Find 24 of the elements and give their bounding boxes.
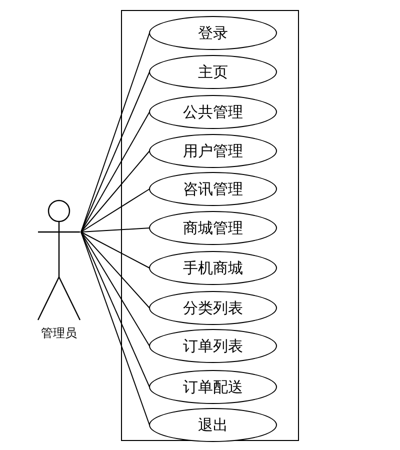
use-case-ellipse: 咨讯管理 xyxy=(149,172,277,206)
use-case-ellipse: 公共管理 xyxy=(149,95,277,129)
system-boundary xyxy=(121,10,299,441)
use-case-ellipse: 分类列表 xyxy=(149,291,277,325)
association-line xyxy=(80,232,150,426)
association-line xyxy=(80,232,150,388)
use-case-ellipse: 订单配送 xyxy=(149,370,277,404)
use-case-ellipse: 登录 xyxy=(149,16,277,50)
actor-label: 管理员 xyxy=(40,325,78,342)
use-case-ellipse: 主页 xyxy=(149,55,277,89)
association-line xyxy=(80,150,150,232)
association-line xyxy=(80,232,150,346)
association-line xyxy=(80,188,150,232)
association-line xyxy=(80,232,150,268)
use-case-ellipse: 用户管理 xyxy=(149,134,277,168)
association-line xyxy=(80,72,150,232)
association-line xyxy=(80,32,150,232)
association-line xyxy=(80,112,150,232)
use-case-ellipse: 商城管理 xyxy=(149,211,277,245)
association-line xyxy=(80,228,150,232)
use-case-ellipse: 退出 xyxy=(149,408,277,442)
association-line xyxy=(80,232,150,308)
use-case-ellipse: 手机商城 xyxy=(149,251,277,285)
use-case-ellipse: 订单列表 xyxy=(149,329,277,363)
